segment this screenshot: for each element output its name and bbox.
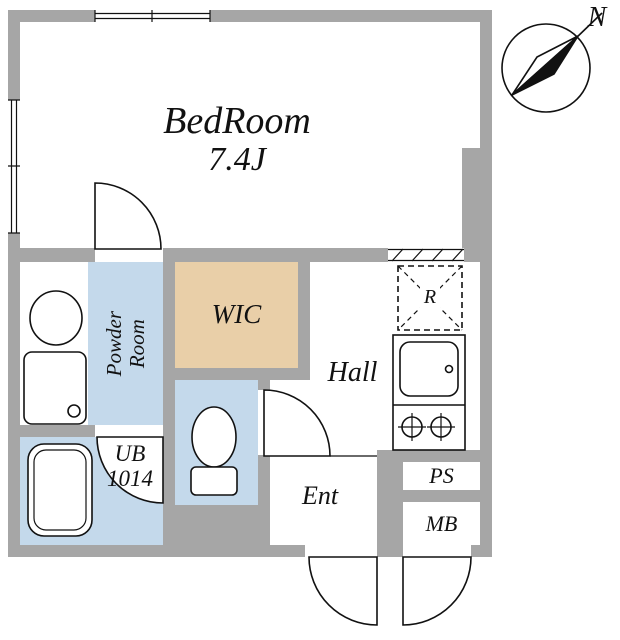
window-top <box>94 10 211 22</box>
window-left <box>8 99 20 234</box>
room-label-ps: PS <box>429 463 454 489</box>
bathtub-icon <box>27 443 93 537</box>
wall-segment <box>210 10 492 22</box>
wall-segment <box>298 262 310 380</box>
wall-segment <box>464 248 480 262</box>
wall-segment <box>8 10 95 22</box>
room-label-mb: MB <box>425 510 458 536</box>
wall-segment <box>377 462 403 545</box>
kitchen-sink-icon <box>392 334 466 451</box>
wall-segment <box>377 545 403 557</box>
wall-segment <box>8 545 305 557</box>
room-label-wic: WIC <box>211 299 262 330</box>
compass-north-label: N <box>587 1 607 33</box>
room-label-powder: Powder Room <box>101 310 149 377</box>
entrance-door-arc <box>308 556 378 626</box>
washbasin-icon <box>29 290 83 346</box>
bath-door-arc <box>96 436 164 504</box>
washing-machine-icon <box>23 351 87 425</box>
opening-hatch <box>388 248 464 262</box>
wall-segment <box>8 10 20 100</box>
wall-segment <box>163 262 175 545</box>
wall-segment <box>258 380 270 390</box>
wall-segment <box>175 368 310 380</box>
room-label-ent: Ent <box>301 480 339 510</box>
meterbox-door-arc <box>402 556 472 626</box>
wall-segment <box>258 455 270 505</box>
room-label-refrigerator: R <box>398 266 462 330</box>
wall-segment <box>471 545 492 557</box>
room-powder-floor <box>88 262 163 425</box>
wall-pillar <box>462 148 480 248</box>
bedroom-name: BedRoom <box>163 100 311 143</box>
toilet-door-arc <box>263 389 331 457</box>
wall-segment <box>20 248 95 262</box>
bedroom-size: 7.4J <box>208 141 266 179</box>
room-wic-floor <box>175 262 298 368</box>
room-label-ub: UB 1014 <box>107 441 153 491</box>
wall-segment <box>403 490 480 502</box>
wall-segment <box>20 425 95 437</box>
wall-segment <box>163 248 388 262</box>
room-label-hall: Hall <box>327 356 378 388</box>
toilet-icon <box>190 406 238 496</box>
wall-segment <box>480 10 492 557</box>
stove-burners-icon <box>398 413 455 441</box>
room-label-bedroom: BedRoom 7.4J <box>97 100 377 180</box>
wall-segment <box>175 505 270 545</box>
compass <box>501 12 603 113</box>
wall-segment <box>377 450 480 462</box>
bedroom-door-arc <box>94 182 162 250</box>
wall-segment <box>8 233 20 557</box>
north-needle-black <box>511 35 579 96</box>
